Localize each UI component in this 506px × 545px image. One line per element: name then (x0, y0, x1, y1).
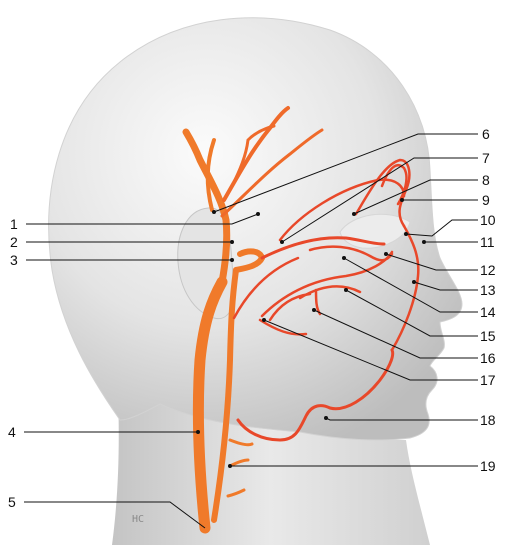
dot-13 (412, 280, 416, 284)
dot-14 (342, 256, 346, 260)
label-14: 14 (480, 304, 496, 320)
label-1: 1 (10, 216, 18, 232)
dot-3 (230, 258, 234, 262)
dot-17 (262, 318, 266, 322)
label-17: 17 (480, 372, 496, 388)
dot-12 (384, 252, 388, 256)
dot-11 (422, 240, 426, 244)
label-3: 3 (10, 252, 18, 268)
dot-10 (404, 232, 408, 236)
label-8: 8 (482, 172, 490, 188)
dot-16 (312, 308, 316, 312)
dot-4 (196, 430, 200, 434)
dot-8 (352, 212, 356, 216)
label-5: 5 (8, 494, 16, 510)
label-2: 2 (10, 234, 18, 250)
label-13: 13 (480, 282, 496, 298)
dot-9 (400, 198, 404, 202)
label-7: 7 (482, 150, 490, 166)
label-11: 11 (480, 234, 495, 250)
label-12: 12 (480, 262, 496, 278)
dot-6 (212, 210, 216, 214)
label-6: 6 (482, 126, 490, 142)
label-19: 19 (480, 458, 496, 474)
dot-2 (230, 240, 234, 244)
label-15: 15 (480, 328, 496, 344)
label-9: 9 (482, 192, 490, 208)
watermark-text: НС (132, 514, 144, 525)
label-4: 4 (8, 424, 16, 440)
label-18: 18 (480, 412, 496, 428)
dot-1 (256, 212, 260, 216)
dot-18 (324, 416, 328, 420)
dot-15 (344, 288, 348, 292)
label-16: 16 (480, 350, 496, 366)
dot-7 (280, 240, 284, 244)
dot-19 (228, 464, 232, 468)
label-10: 10 (480, 212, 496, 228)
